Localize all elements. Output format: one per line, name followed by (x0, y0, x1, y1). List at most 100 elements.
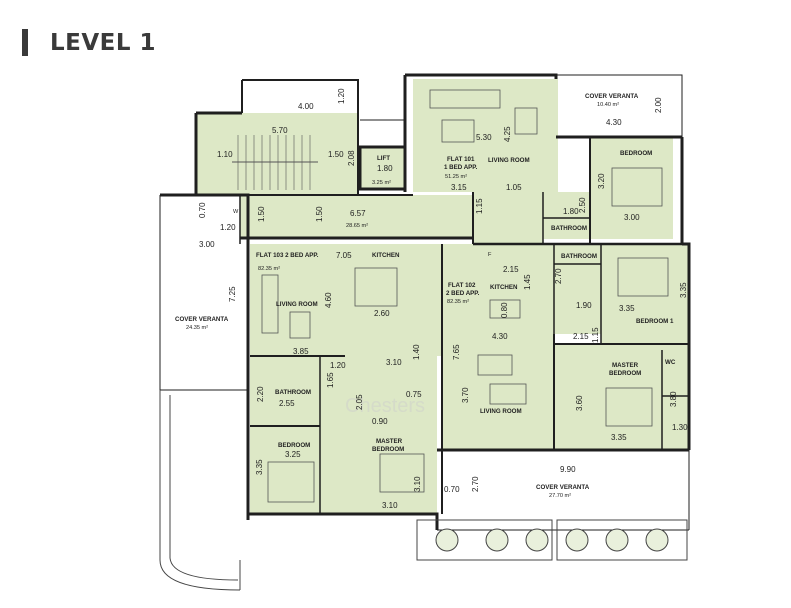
dim-4-30-b: 4.30 (492, 332, 508, 341)
table-102 (489, 383, 527, 405)
flat102-bathroom: BATHROOM (561, 253, 597, 260)
flat101-type: 1 BED APP. (444, 164, 478, 171)
plant-3 (525, 528, 549, 552)
dim-3-80: 3.80 (669, 391, 678, 407)
dim-1-20-a: 1.20 (337, 88, 346, 104)
flat102-living: LIVING ROOM (480, 408, 522, 415)
dim-1-45: 1.45 (523, 274, 532, 290)
dim-1-20-c: 1.20 (330, 361, 346, 370)
stair-lobby-fill (196, 113, 358, 195)
flat102-area: 82.35 m² (447, 299, 469, 305)
table-101 (441, 119, 475, 143)
dim-2-05: 2.05 (355, 394, 364, 410)
dim-3-85: 3.85 (293, 347, 309, 356)
corridor-area: 28.65 m² (346, 223, 368, 229)
dim-0-80: 0.80 (500, 302, 509, 318)
master-bed-103 (379, 453, 425, 493)
cover-veranta-bottom: COVER VERANTA (536, 484, 590, 491)
dim-1-20-b: 1.20 (220, 223, 236, 232)
sofa-102 (477, 354, 513, 376)
furniture (261, 89, 669, 503)
cover-veranta-top-area: 10.40 m² (597, 102, 619, 108)
dim-1-65: 1.65 (326, 372, 335, 388)
dim-3-10-a: 3.10 (386, 358, 402, 367)
plant-2 (485, 528, 509, 552)
flat102-kitchen: KITCHEN (490, 284, 518, 291)
curved-inner (169, 395, 239, 581)
flat101-name: FLAT 101 (447, 156, 475, 163)
dim-4-25: 4.25 (503, 126, 512, 142)
dimension-labels: 4.00 1.20 5.70 1.10 1.50 2.08 0.70 1.20 … (198, 88, 688, 510)
flat101-living-fill (413, 79, 558, 192)
dim-2-20: 2.20 (256, 386, 265, 402)
room-fills (196, 79, 689, 514)
dim-7-05: 7.05 (336, 251, 352, 260)
table-103 (289, 311, 311, 339)
master-bed-102 (605, 387, 653, 427)
dim-7-25: 7.25 (228, 286, 237, 302)
bottom-planters (416, 519, 688, 561)
flat103-area: 82.35 m² (258, 266, 280, 272)
dim-3-35-c: 3.35 (679, 282, 688, 298)
plant-1 (435, 528, 459, 552)
dim-3-35-d: 3.35 (611, 433, 627, 442)
dim-2-50: 2.50 (578, 197, 587, 213)
sofa-103 (261, 274, 279, 334)
fridge-f-label: F (488, 252, 492, 258)
flat102-name: FLAT 102 (448, 282, 476, 289)
dim-9-90: 9.90 (560, 465, 576, 474)
dim-1-15: 1.15 (475, 198, 484, 214)
top-left-wall (242, 79, 359, 113)
dim-4-00: 4.00 (298, 102, 314, 111)
dim-3-10-c: 3.10 (382, 501, 398, 510)
stair-treads (232, 135, 318, 190)
walls (159, 73, 691, 531)
cover-veranta-left: COVER VERANTA (175, 316, 229, 323)
title-accent-bar (22, 29, 28, 56)
flat101-kitchen-fill (473, 192, 543, 244)
dim-2-15-a: 2.15 (503, 265, 519, 274)
dim-3-60: 3.60 (575, 395, 584, 411)
dim-2-08: 2.08 (347, 150, 356, 166)
dim-3-35-b: 3.35 (619, 304, 635, 313)
flat101-bath-fill (543, 192, 590, 239)
flat101-bedroom: BEDROOM (620, 150, 652, 157)
dim-3-35-a: 3.35 (255, 459, 264, 475)
sofa-101 (429, 89, 501, 109)
dim-1-30: 1.30 (672, 423, 688, 432)
bed1-102 (617, 257, 669, 297)
dim-0-90: 0.90 (372, 417, 388, 426)
dining-101 (514, 107, 538, 135)
room-labels: LIFT 1.80 3.25 m² 28.65 m² FLAT 101 1 BE… (175, 93, 676, 499)
flat102-master-fill (554, 344, 689, 450)
dim-1-15-b: 1.15 (591, 327, 600, 343)
dim-7-65: 7.65 (452, 344, 461, 360)
dim-5-30: 5.30 (476, 133, 492, 142)
corridor-fill (240, 195, 473, 238)
dim-3-00-a: 3.00 (199, 240, 215, 249)
dim-3-70: 3.70 (461, 387, 470, 403)
flat102-living-fill (442, 334, 554, 450)
kitchen-island-102 (489, 299, 521, 319)
dim-2-60: 2.60 (374, 309, 390, 318)
dim-0-75: 0.75 (406, 390, 422, 399)
dim-3-10-b: 3.10 (413, 476, 422, 492)
planter-a (416, 519, 553, 561)
flat102-bath-fill (554, 244, 601, 334)
flat101-top-wall (405, 73, 558, 79)
flat103-master: MASTER (376, 438, 403, 445)
flat101-living: LIVING ROOM (488, 157, 530, 164)
flat103-master-fill (320, 356, 437, 514)
flat103-bath-fill (250, 356, 320, 426)
flat102-right-wall (682, 242, 691, 450)
dim-1-10: 1.10 (217, 150, 233, 159)
flat103-bottom-wall (248, 512, 439, 530)
flat102-type: 2 BED APP. (446, 290, 480, 297)
lift-fill (360, 147, 405, 189)
plant-4 (565, 528, 589, 552)
dim-1-50-a: 1.50 (328, 150, 344, 159)
flat103-name: FLAT 103 2 BED APP. (256, 252, 319, 259)
dim-2-55: 2.55 (279, 399, 295, 408)
dim-3-25: 3.25 (285, 450, 301, 459)
